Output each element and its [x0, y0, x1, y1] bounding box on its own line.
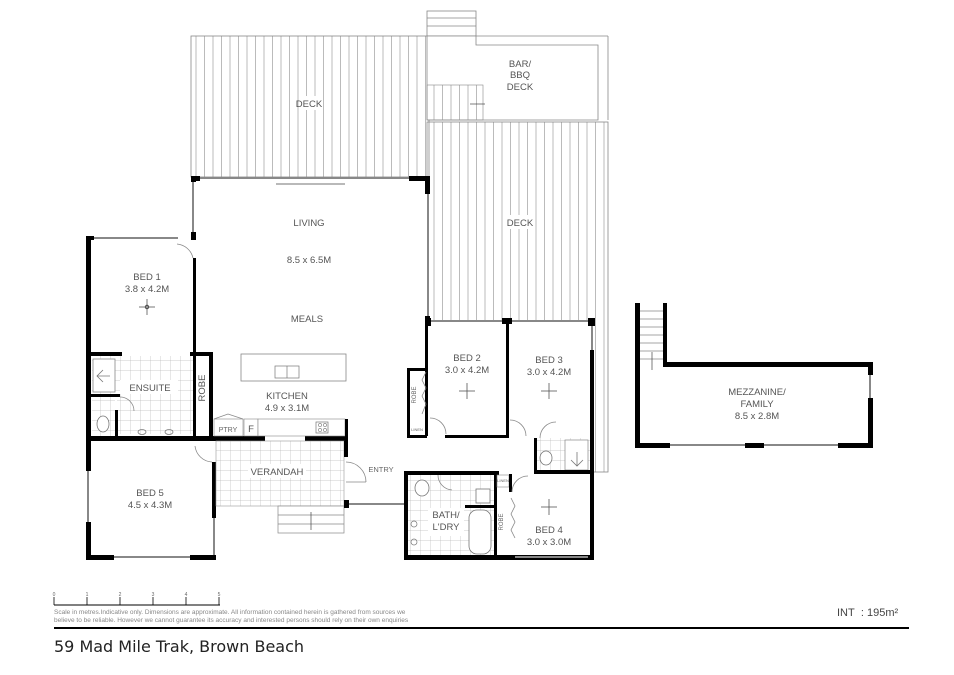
- bed2-dimensions: 3.0 x 4.2M: [445, 365, 489, 376]
- linen1-label: LINEN: [411, 427, 423, 432]
- scale-tick-3: 3: [152, 592, 155, 598]
- area-label: INT: [837, 607, 855, 619]
- pantry-label: PTRY: [219, 427, 238, 434]
- ensuite: ENSUITE ROBE: [90, 356, 208, 437]
- scale-tick-0: 0: [53, 592, 56, 598]
- bed3-label: BED 3: [535, 355, 562, 366]
- bed2-label: BED 2: [453, 353, 480, 364]
- wc-shower: [534, 438, 594, 474]
- kitchen: PTRY F LIVING 8.5 x 6.5M MEALS KITCHEN 4…: [86, 218, 348, 441]
- mezzanine-label: MEZZANINE/: [728, 387, 786, 398]
- living-walls: [176, 176, 430, 408]
- area-value: : 195m²: [860, 607, 899, 619]
- robe2-label: ROBE: [412, 386, 418, 403]
- kitchen-dimensions: 4.9 x 3.1M: [265, 403, 309, 414]
- robe3-label: ROBE: [499, 513, 505, 530]
- linen2-label: LINEN: [497, 478, 509, 483]
- meals-label: MEALS: [291, 314, 323, 325]
- ensuite-label: ENSUITE: [129, 383, 170, 394]
- bed1-dimensions: 3.8 x 4.2M: [125, 284, 169, 295]
- laundry-label: L'DRY: [433, 522, 461, 533]
- bed5: BED 5 4.5 x 4.3M: [86, 441, 216, 560]
- bed1: BED 1 3.8 x 4.2M: [86, 236, 213, 440]
- mezzanine-dimensions: 8.5 x 2.8M: [735, 411, 779, 422]
- bar-label: BAR/: [509, 59, 532, 70]
- bbq-label: BBQ: [510, 70, 530, 81]
- disclaimer: Scale in metres.Indicative only. Dimensi…: [54, 609, 474, 625]
- scale-tick-2: 2: [119, 592, 122, 598]
- bed2-bed3: ROBE LINEN BED 2 3.0 x 4.2M BED 3 3.0 x …: [407, 318, 595, 474]
- fridge-label: F: [248, 424, 254, 435]
- bed5-label: BED 5: [136, 488, 163, 499]
- disclaimer-line-1: Scale in metres.Indicative only. Dimensi…: [54, 609, 406, 616]
- bbq-deck-label: DECK: [507, 82, 534, 93]
- deck-main-label: DECK: [296, 99, 323, 110]
- verandah-label: VERANDAH: [251, 467, 304, 478]
- bath-laundry: BATH/ L'DRY LINEN ROBE: [404, 471, 592, 560]
- scale-tick-5: 5: [218, 592, 221, 598]
- kitchen-label: KITCHEN: [266, 391, 308, 402]
- robe1-label: ROBE: [197, 375, 208, 402]
- scale-bar: 0 1 2 3 4 5: [53, 592, 221, 606]
- area-summary: INT : 195m²: [837, 607, 898, 619]
- bed5-dimensions: 4.5 x 4.3M: [128, 500, 172, 511]
- entry-label: ENTRY: [368, 465, 393, 474]
- bath-label: BATH/: [432, 510, 460, 521]
- deck-side-label: DECK: [507, 218, 534, 229]
- living-label: LIVING: [293, 218, 324, 229]
- scale-tick-1: 1: [86, 592, 89, 598]
- bed4-label: BED 4: [535, 525, 562, 536]
- bed3-dimensions: 3.0 x 4.2M: [527, 367, 571, 378]
- property-address: 59 Mad Mile Trak, Brown Beach: [54, 637, 305, 656]
- bed1-label: BED 1: [133, 272, 160, 283]
- mezzanine: MEZZANINE/ FAMILY 8.5 x 2.8M: [635, 303, 873, 448]
- bed4-dimensions: 3.0 x 3.0M: [527, 537, 571, 548]
- bar-bbq-deck: BAR/ BBQ DECK: [426, 10, 609, 121]
- deck-main: DECK: [190, 35, 430, 178]
- divider-rule: [54, 627, 909, 629]
- disclaimer-line-2: believe to be reliable. However we canno…: [54, 617, 409, 624]
- verandah: VERANDAH ENTRY: [215, 440, 406, 534]
- scale-tick-4: 4: [185, 592, 188, 598]
- bed4: BED 4 3.0 x 3.0M: [509, 474, 594, 560]
- family-label: FAMILY: [740, 399, 774, 410]
- living-dimensions: 8.5 x 6.5M: [287, 255, 331, 266]
